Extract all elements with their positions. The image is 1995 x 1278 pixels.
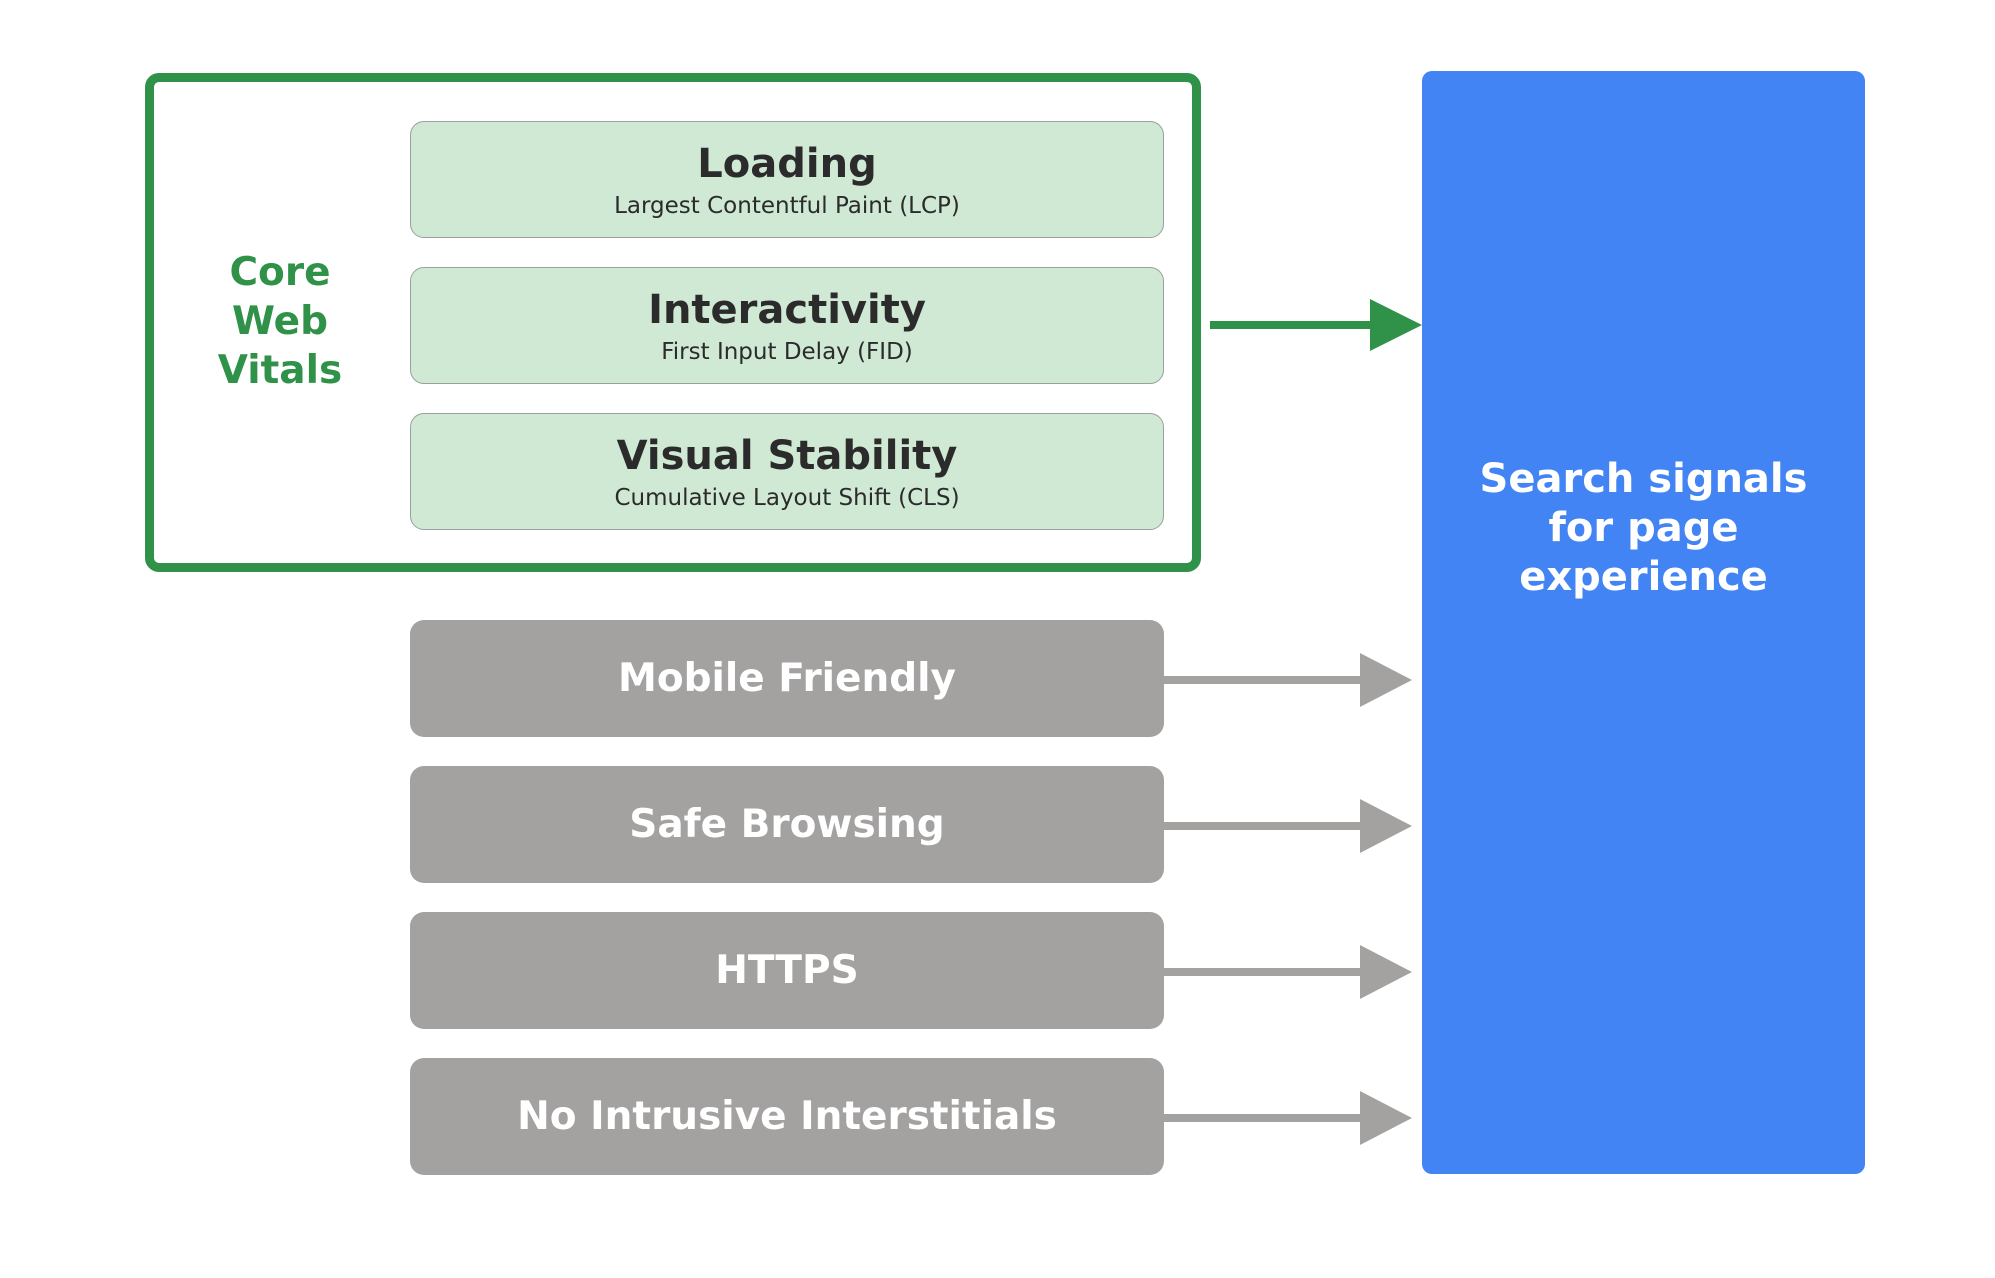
core-web-vitals-title-line: Vitals: [217, 348, 343, 393]
mobile-friendly-arrow: [1164, 653, 1412, 707]
signal-https-box: HTTPS: [410, 912, 1164, 1029]
metric-interactivity-box: Interactivity First Input Delay (FID): [410, 267, 1164, 384]
metric-name: Loading: [697, 141, 877, 187]
core-web-vitals-group: [145, 73, 1201, 572]
search-signals-label-line: for page: [1548, 505, 1739, 551]
metric-name: Interactivity: [648, 287, 926, 333]
signal-label: HTTPS: [715, 948, 859, 993]
signal-label: Safe Browsing: [629, 802, 945, 847]
search-signals-box: Search signals for page experience: [1422, 71, 1865, 1174]
signal-label: Mobile Friendly: [618, 656, 956, 701]
no-intrusive-interstitials-arrow: [1164, 1091, 1412, 1145]
signal-label: No Intrusive Interstitials: [517, 1094, 1057, 1139]
search-signals-label: Search signals for page experience: [1464, 455, 1824, 602]
metric-visual-stability-box: Visual Stability Cumulative Layout Shift…: [410, 413, 1164, 530]
metric-detail: Largest Contentful Paint (LCP): [614, 193, 960, 219]
metric-detail: First Input Delay (FID): [661, 339, 913, 365]
metric-name: Visual Stability: [616, 433, 958, 479]
core-web-vitals-title-line: Web: [232, 299, 328, 344]
https-arrow: [1164, 945, 1412, 999]
core-web-vitals-arrow: [1210, 299, 1422, 351]
metric-detail: Cumulative Layout Shift (CLS): [614, 485, 960, 511]
search-signals-label-line: experience: [1519, 554, 1768, 600]
search-signals-label-line: Search signals: [1479, 456, 1808, 502]
core-web-vitals-title-line: Core: [229, 250, 331, 295]
metric-loading-box: Loading Largest Contentful Paint (LCP): [410, 121, 1164, 238]
core-web-vitals-title: Core Web Vitals: [175, 248, 385, 395]
safe-browsing-arrow: [1164, 799, 1412, 853]
signal-mobile-friendly-box: Mobile Friendly: [410, 620, 1164, 737]
signal-safe-browsing-box: Safe Browsing: [410, 766, 1164, 883]
signal-no-intrusive-interstitials-box: No Intrusive Interstitials: [410, 1058, 1164, 1175]
